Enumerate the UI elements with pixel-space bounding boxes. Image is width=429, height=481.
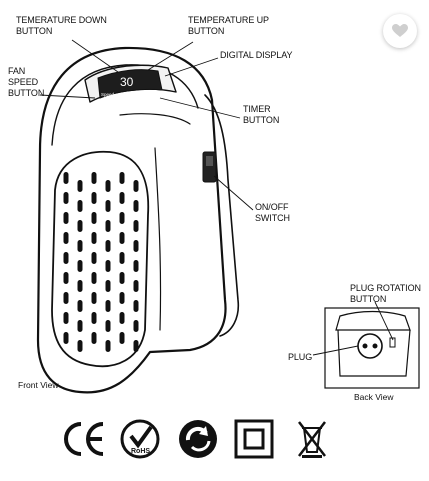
grille-slot xyxy=(119,332,125,344)
weee-bin-icon xyxy=(298,421,326,458)
plug-label: PLUG xyxy=(288,352,313,362)
recycle-icon xyxy=(179,420,217,458)
grille-slot xyxy=(133,200,139,212)
grille-slot xyxy=(77,260,83,272)
grille-slot xyxy=(63,292,69,304)
timer-label: TIMER BUTTON xyxy=(243,104,280,125)
grille-slot xyxy=(77,220,83,232)
grille-slot xyxy=(63,252,69,264)
plug-rotation-label: PLUG ROTATION BUTTON xyxy=(350,283,421,304)
grille-slot xyxy=(91,292,97,304)
grille-slot xyxy=(63,312,69,324)
grille-slot xyxy=(91,252,97,264)
front-view-caption: Front View xyxy=(18,380,59,390)
grille-slot xyxy=(77,180,83,192)
grille-slot xyxy=(105,200,111,212)
grille-slot xyxy=(105,320,111,332)
grille-slot xyxy=(119,252,125,264)
grille-slot xyxy=(133,300,139,312)
display-speed: Speed xyxy=(101,92,115,97)
grille-slot xyxy=(91,272,97,284)
grille-slot xyxy=(91,212,97,224)
back-view-frame xyxy=(324,307,420,389)
grille-slot xyxy=(63,272,69,284)
grille-slot xyxy=(105,220,111,232)
heart-icon xyxy=(392,24,408,37)
fan-speed-label: FAN SPEED BUTTON xyxy=(8,66,45,98)
grille-slot xyxy=(77,300,83,312)
grille-slot xyxy=(63,212,69,224)
grille-slot xyxy=(119,292,125,304)
display-timer: Timer xyxy=(140,90,152,95)
grille-slot xyxy=(133,240,139,252)
grille-slot xyxy=(91,332,97,344)
grille-slot xyxy=(105,300,111,312)
grille-slot xyxy=(77,280,83,292)
grille-slot xyxy=(133,320,139,332)
grille-slot xyxy=(105,260,111,272)
back-plug xyxy=(357,333,383,359)
grille-slot xyxy=(119,312,125,324)
rohs-icon: RoHS xyxy=(120,419,160,459)
heater-body xyxy=(36,46,227,394)
grille-slot xyxy=(119,212,125,224)
grille-slot xyxy=(105,240,111,252)
grille-slot xyxy=(119,232,125,244)
plug-rotation-button xyxy=(389,337,396,348)
grille-slot xyxy=(133,340,139,352)
grille-slot xyxy=(105,280,111,292)
grille-slot xyxy=(119,192,125,204)
grille-slot xyxy=(63,232,69,244)
onoff-label: ON/OFF SWITCH xyxy=(255,202,290,223)
grille-slot xyxy=(77,320,83,332)
grille-slot xyxy=(119,272,125,284)
grille-slot xyxy=(63,192,69,204)
grille-slot xyxy=(105,340,111,352)
temp-up-label: TEMPERATURE UP BUTTON xyxy=(188,15,269,36)
grille-slot xyxy=(77,240,83,252)
grille-slot xyxy=(77,340,83,352)
digital-display xyxy=(97,69,163,99)
grille-slot xyxy=(133,260,139,272)
grille-slot xyxy=(77,200,83,212)
back-view-caption: Back View xyxy=(354,392,394,402)
grille-slot xyxy=(119,172,125,184)
ce-mark-icon xyxy=(64,422,104,456)
temp-down-label: TEMERATURE DOWN BUTTON xyxy=(16,15,107,36)
grille-slot xyxy=(133,280,139,292)
grille-slots xyxy=(63,172,139,352)
class-ii-icon xyxy=(234,419,274,459)
display-value: 30 xyxy=(120,75,134,89)
grille-slot xyxy=(91,172,97,184)
grille-slot xyxy=(105,180,111,192)
favorite-button[interactable] xyxy=(383,14,417,48)
grille-slot xyxy=(91,312,97,324)
display-label: DIGITAL DISPLAY xyxy=(220,50,293,60)
svg-text:RoHS: RoHS xyxy=(131,448,150,455)
grille-slot xyxy=(91,192,97,204)
grille-slot xyxy=(133,220,139,232)
grille-slot xyxy=(133,180,139,192)
grille-slot xyxy=(91,232,97,244)
grille-slot xyxy=(63,332,69,344)
grille xyxy=(51,150,150,368)
grille-slot xyxy=(63,172,69,184)
